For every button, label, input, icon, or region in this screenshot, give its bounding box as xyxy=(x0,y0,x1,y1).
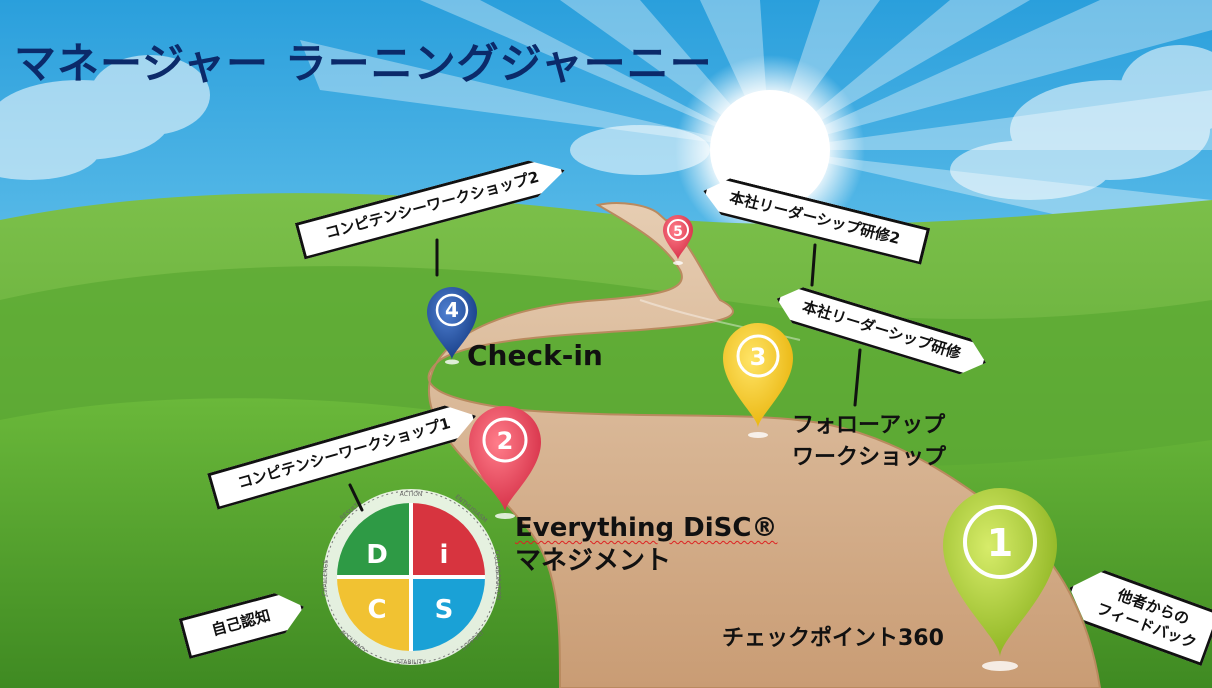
disc-ring-collaboration: COLLABORATION xyxy=(493,549,502,600)
pin-shadows xyxy=(445,261,1018,671)
pin-3: 3 xyxy=(723,323,793,428)
sign-self-awareness-text: 自己認知 xyxy=(209,606,273,640)
disc-ring-stability: STABILITY xyxy=(396,659,426,666)
pin-4: 4 xyxy=(427,287,477,360)
pin-5: 5 xyxy=(663,215,693,260)
disc-d-quadrant xyxy=(337,503,411,577)
disc-i-letter: i xyxy=(440,540,449,570)
disc-d-letter: D xyxy=(366,540,388,570)
disc-s-letter: S xyxy=(435,595,454,625)
disc-ring-challenge: CHALLENGE xyxy=(321,560,329,597)
label-disc-line1: Everything DiSC® xyxy=(515,513,778,543)
clouds xyxy=(0,45,1212,200)
pin-5-number: 5 xyxy=(673,224,683,240)
label-followup-line2: ワークショップ xyxy=(792,444,947,470)
pin-1: 1 xyxy=(943,488,1057,657)
sign-posts xyxy=(348,238,862,512)
disc-ring-action: ACTION xyxy=(400,491,423,498)
label-disc-line2: マネジメント xyxy=(515,545,672,576)
winding-road xyxy=(427,202,1102,688)
label-follow-up-workshop: フォローアップ ワークショップ xyxy=(792,410,946,474)
pin-2-number: 2 xyxy=(497,427,514,455)
label-followup-line1: フォローアップ xyxy=(792,413,946,438)
pin-1-number: 1 xyxy=(987,521,1013,565)
disc-c-quadrant xyxy=(337,577,411,651)
page-title: マネージャー ラーニングジャーニー xyxy=(14,39,713,88)
disc-circle: D i C S ACTION ENTHUSIASM COLLABORATION … xyxy=(321,489,502,666)
disc-i-quadrant xyxy=(411,503,485,577)
disc-s-quadrant xyxy=(411,577,485,651)
label-checkpoint-360: チェックポイント360 xyxy=(722,626,944,651)
sun-core xyxy=(710,90,830,210)
pin-2: 2 xyxy=(469,406,541,512)
pin-4-number: 4 xyxy=(445,298,459,322)
label-check-in: Check-in xyxy=(467,339,603,372)
disc-c-letter: C xyxy=(367,595,386,625)
pin-3-number: 3 xyxy=(750,343,767,371)
label-disc-management: Everything DiSC® マネジメント xyxy=(515,512,777,577)
